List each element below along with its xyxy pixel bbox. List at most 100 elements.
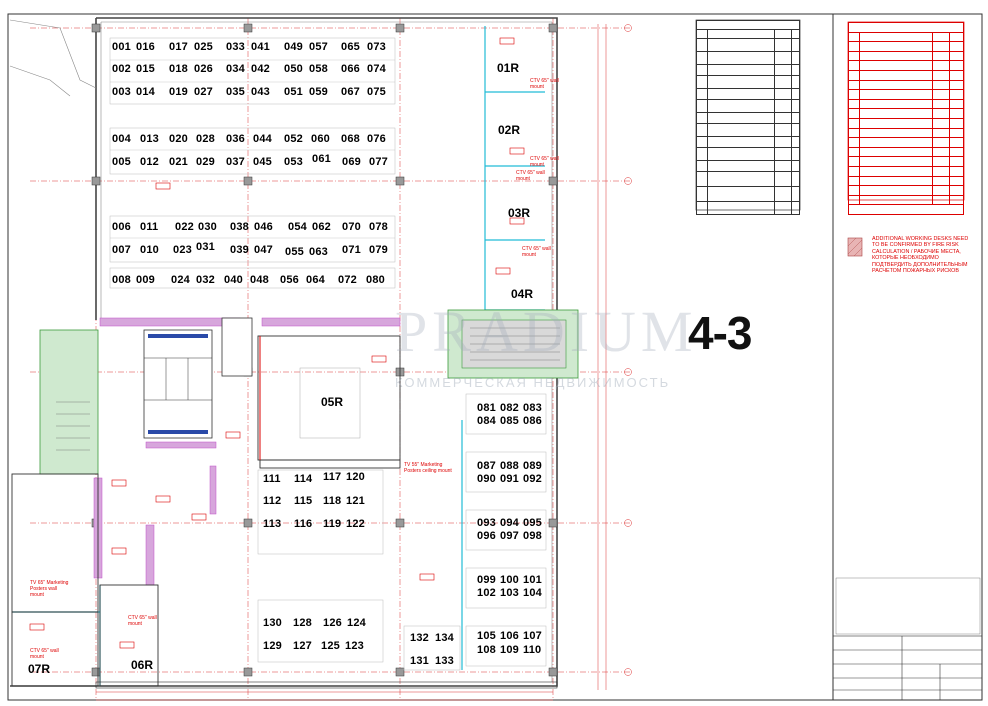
desk-label[interactable]: 016	[136, 41, 155, 53]
desk-label[interactable]: 105	[477, 630, 496, 642]
desk-label[interactable]: 070	[342, 221, 361, 233]
desk-label[interactable]: 088	[500, 460, 519, 472]
desk-label[interactable]: 098	[523, 530, 542, 542]
desk-label[interactable]: 074	[367, 63, 386, 75]
desk-label[interactable]: 099	[477, 574, 496, 586]
desk-label[interactable]: 044	[253, 133, 272, 145]
desk-label[interactable]: 009	[136, 274, 155, 286]
desk-label[interactable]: 033	[226, 41, 245, 53]
desk-label[interactable]: 066	[341, 63, 360, 75]
desk-label[interactable]: 106	[500, 630, 519, 642]
desk-label[interactable]: 028	[196, 133, 215, 145]
desk-label[interactable]: 084	[477, 415, 496, 427]
desk-label[interactable]: 064	[306, 274, 325, 286]
desk-label[interactable]: 014	[136, 86, 155, 98]
desk-label[interactable]: 077	[369, 156, 388, 168]
desk-label[interactable]: 094	[500, 517, 519, 529]
desk-label[interactable]: 134	[435, 632, 454, 644]
desk-label[interactable]: 109	[500, 644, 519, 656]
desk-label[interactable]: 011	[140, 221, 159, 233]
desk-label[interactable]: 068	[341, 133, 360, 145]
desk-label[interactable]: 050	[284, 63, 303, 75]
desk-label[interactable]: 004	[112, 133, 131, 145]
desk-label[interactable]: 067	[341, 86, 360, 98]
desk-label[interactable]: 131	[410, 655, 429, 667]
room-label-07r[interactable]: 07R	[28, 662, 51, 676]
desk-label[interactable]: 095	[523, 517, 542, 529]
desk-label[interactable]: 113	[263, 518, 282, 530]
desk-label[interactable]: 002	[112, 63, 131, 75]
desk-label[interactable]: 085	[500, 415, 519, 427]
desk-label[interactable]: 087	[477, 460, 496, 472]
desk-label[interactable]: 037	[226, 156, 245, 168]
desk-label[interactable]: 130	[263, 617, 282, 629]
desk-label[interactable]: 082	[500, 402, 519, 414]
desk-label[interactable]: 041	[251, 41, 270, 53]
desk-label[interactable]: 059	[309, 86, 328, 98]
desk-label[interactable]: 086	[523, 415, 542, 427]
desk-label[interactable]: 079	[369, 244, 388, 256]
desk-label[interactable]: 123	[345, 640, 364, 652]
desk-label[interactable]: 073	[367, 41, 386, 53]
desk-label[interactable]: 057	[309, 41, 328, 53]
desk-label[interactable]: 026	[194, 63, 213, 75]
desk-label[interactable]: 089	[523, 460, 542, 472]
desk-label[interactable]: 060	[311, 133, 330, 145]
desk-label[interactable]: 112	[263, 495, 282, 507]
desk-label[interactable]: 125	[321, 640, 340, 652]
room-label-02r[interactable]: 02R	[498, 123, 521, 137]
desk-label[interactable]: 102	[477, 587, 496, 599]
desk-label[interactable]: 110	[523, 644, 542, 656]
desk-label[interactable]: 080	[366, 274, 385, 286]
desk-label[interactable]: 032	[196, 274, 215, 286]
desk-label[interactable]: 048	[250, 274, 269, 286]
room-label-03r[interactable]: 03R	[508, 206, 531, 220]
desk-label[interactable]: 055	[285, 246, 304, 258]
desk-label[interactable]: 053	[284, 156, 303, 168]
desk-label[interactable]: 127	[293, 640, 312, 652]
desk-label[interactable]: 115	[294, 495, 313, 507]
desk-label[interactable]: 038	[230, 221, 249, 233]
desk-label[interactable]: 031	[196, 241, 215, 253]
desk-label[interactable]: 091	[500, 473, 519, 485]
desk-label[interactable]: 097	[500, 530, 519, 542]
desk-label[interactable]: 019	[169, 86, 188, 98]
desk-label[interactable]: 121	[346, 495, 365, 507]
room-label-01r[interactable]: 01R	[497, 61, 520, 75]
desk-label[interactable]: 049	[284, 41, 303, 53]
desk-label[interactable]: 061	[312, 153, 331, 165]
desk-label[interactable]: 007	[112, 244, 131, 256]
desk-label[interactable]: 003	[112, 86, 131, 98]
desk-label[interactable]: 069	[342, 156, 361, 168]
desk-label[interactable]: 008	[112, 274, 131, 286]
desk-label[interactable]: 043	[251, 86, 270, 98]
desk-label[interactable]: 118	[323, 495, 342, 507]
desk-label[interactable]: 010	[140, 244, 159, 256]
desk-label[interactable]: 107	[523, 630, 542, 642]
desk-label[interactable]: 129	[263, 640, 282, 652]
desk-label[interactable]: 133	[435, 655, 454, 667]
desk-label[interactable]: 018	[169, 63, 188, 75]
desk-label[interactable]: 039	[230, 244, 249, 256]
desk-label[interactable]: 090	[477, 473, 496, 485]
desk-label[interactable]: 081	[477, 402, 496, 414]
desk-label[interactable]: 096	[477, 530, 496, 542]
desk-label[interactable]: 056	[280, 274, 299, 286]
desk-label[interactable]: 035	[226, 86, 245, 98]
desk-label[interactable]: 027	[194, 86, 213, 98]
room-label-04r[interactable]: 04R	[511, 287, 534, 301]
desk-label[interactable]: 104	[523, 587, 542, 599]
desk-label[interactable]: 062	[312, 221, 331, 233]
desk-label[interactable]: 117	[323, 471, 342, 483]
desk-label[interactable]: 078	[369, 221, 388, 233]
desk-label[interactable]: 023	[173, 244, 192, 256]
desk-label[interactable]: 051	[284, 86, 303, 98]
desk-label[interactable]: 128	[293, 617, 312, 629]
desk-label[interactable]: 046	[254, 221, 273, 233]
desk-label[interactable]: 030	[198, 221, 217, 233]
desk-label[interactable]: 126	[323, 617, 342, 629]
desk-label[interactable]: 114	[294, 473, 313, 485]
desk-label[interactable]: 012	[140, 156, 159, 168]
desk-label[interactable]: 042	[251, 63, 270, 75]
desk-label[interactable]: 005	[112, 156, 131, 168]
